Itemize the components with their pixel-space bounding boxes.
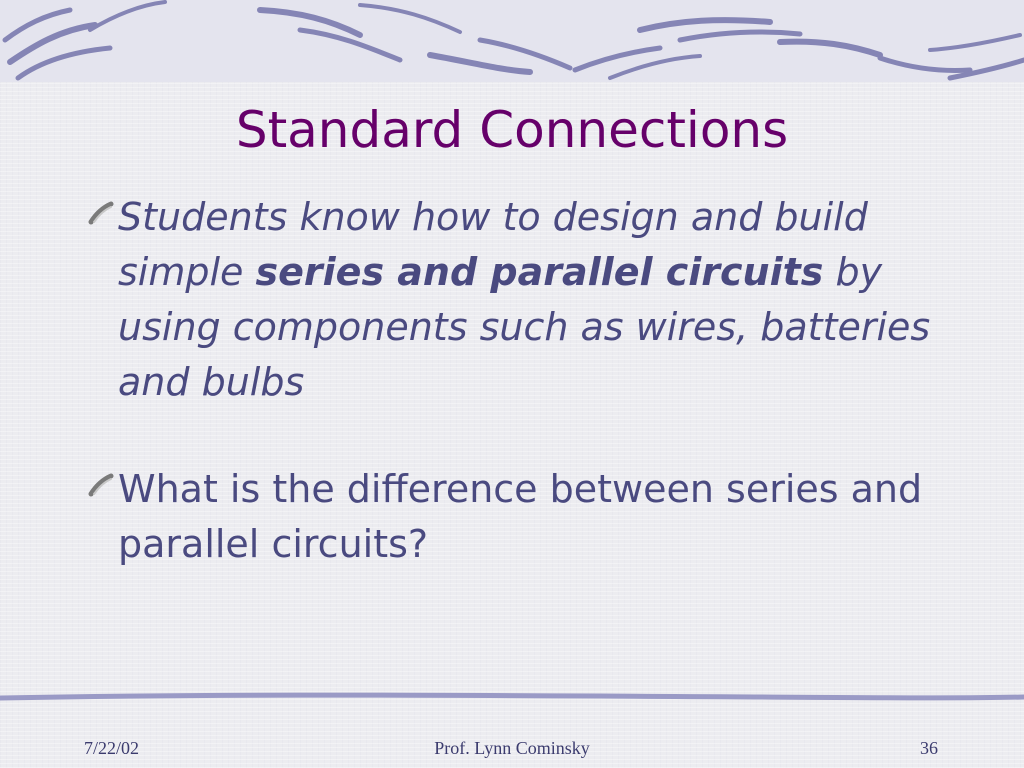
bullet-text-part1: Students know how to design and build si… (118, 195, 868, 294)
decorative-header-band (0, 0, 1024, 82)
bullet-stroke-icon (88, 473, 114, 497)
slide-footer: 7/22/02 Prof. Lynn Cominsky 36 (0, 738, 1024, 760)
bullet-text-question: What is the difference between series an… (118, 467, 923, 566)
bullet-stroke-icon (88, 201, 114, 225)
bullet-item-question: What is the difference between series an… (80, 462, 940, 572)
slide-title: Standard Connections (235, 101, 789, 159)
footer-author: Prof. Lynn Cominsky (434, 738, 590, 758)
bullet-item-standard: Students know how to design and build si… (80, 190, 940, 410)
wave-strokes-decoration (2, 0, 1024, 81)
bullet-list: Students know how to design and build si… (80, 190, 940, 572)
bullet-text-bold: series and parallel circuits (255, 250, 824, 294)
footer-divider-stroke (0, 692, 1024, 701)
footer-page-number: 36 (920, 738, 938, 758)
footer-date: 7/22/02 (84, 738, 140, 758)
bullet-text-part2: by using components such as wires, batte… (118, 250, 931, 404)
